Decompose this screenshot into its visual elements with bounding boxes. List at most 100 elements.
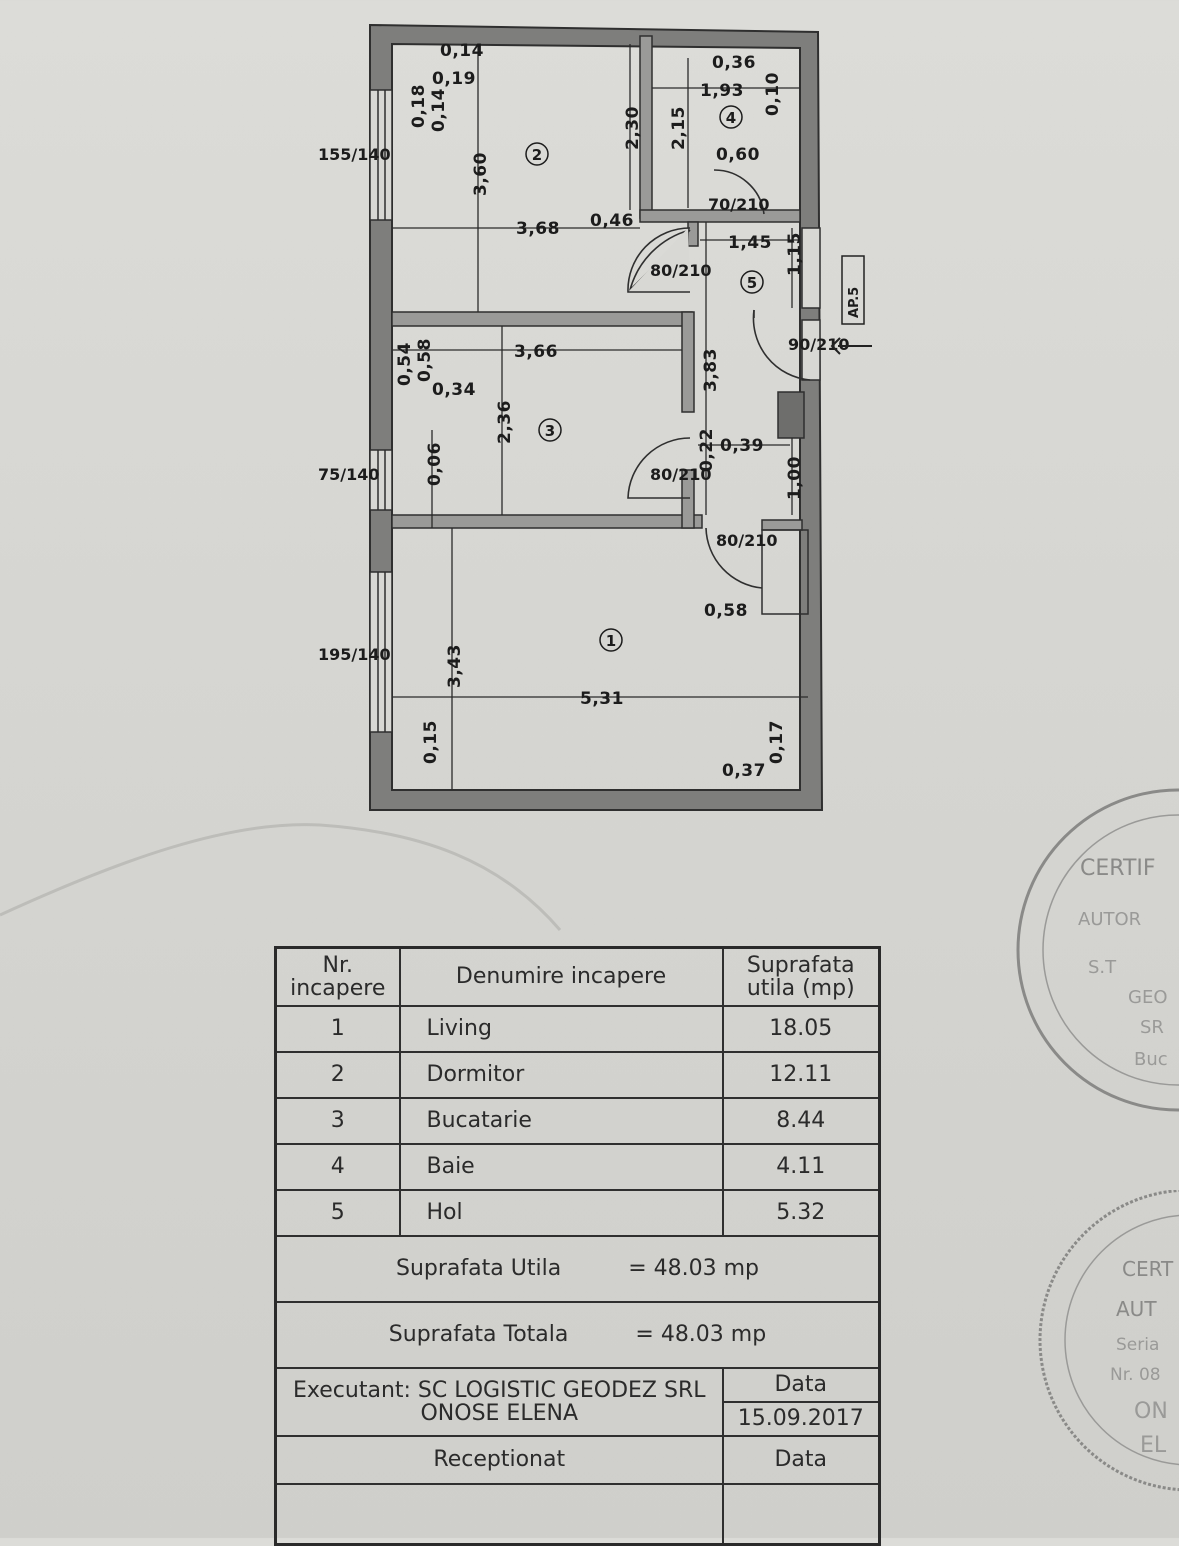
dim-015: 0,15 (421, 720, 441, 764)
stamp-top-line-1: CERTIF (1080, 856, 1156, 881)
cell-area: 5.32 (721, 1189, 881, 1237)
room-marker-3: 3 (545, 422, 555, 440)
door-label-bath: 70/210 (708, 195, 770, 214)
table-row: 5 Hol 5.32 (274, 1189, 881, 1237)
door-label-kitchen: 80/210 (650, 465, 712, 484)
table-row: 1 Living 18.05 (274, 1005, 881, 1053)
util-area-value: = 48.03 mp (628, 1256, 759, 1282)
door-label-entry: 90/210 (788, 335, 850, 354)
table-header-row: Nr. incapere Denumire incapere Suprafata… (274, 946, 881, 1007)
header-name: Denumire incapere (398, 946, 724, 1007)
cell-nr: 2 (274, 1051, 401, 1099)
total-area-label: Suprafata Totala (388, 1322, 569, 1348)
room-marker-4: 4 (726, 109, 736, 127)
ap-label: AP.5 (847, 287, 862, 318)
dim-017: 0,17 (767, 720, 787, 764)
certification-stamp-bottom: CERT AUT Seria Nr. 08 ON EL (1038, 1190, 1179, 1492)
room-marker-1: 1 (606, 632, 616, 650)
cell-area: 4.11 (721, 1143, 881, 1191)
dim-215: 2,15 (669, 106, 689, 150)
dim-366: 3,66 (514, 342, 558, 362)
stamp-bottom-line-2: AUT (1116, 1297, 1157, 1321)
ap-label-box (841, 255, 865, 325)
table-row: 4 Baie 4.11 (274, 1143, 881, 1191)
dim-014b: 0,14 (429, 88, 449, 132)
stamp-bottom-line-3: Seria (1116, 1335, 1159, 1355)
header-area: Suprafata utila (mp) (721, 946, 881, 1007)
cell-nr: 3 (274, 1097, 401, 1145)
executant-name: Executant: SC LOGISTIC GEODEZ SRL (293, 1377, 706, 1403)
dim-531: 5,31 (580, 689, 624, 709)
room-marker-5: 5 (747, 274, 757, 292)
dim-360: 3,60 (471, 152, 491, 196)
dim-022: 0,22 (697, 428, 717, 472)
date-value: 15.09.2017 (723, 1401, 878, 1435)
room-area-table: Nr. incapere Denumire incapere Suprafata… (274, 946, 881, 1546)
cell-name: Bucatarie (398, 1097, 724, 1145)
dim-383: 3,83 (701, 348, 721, 392)
window-label-3: 195/140 (318, 645, 391, 664)
stamp-bottom-line-1: CERT (1122, 1257, 1174, 1281)
dim-058b: 0,58 (704, 601, 748, 621)
dim-037: 0,37 (722, 761, 766, 781)
left-windows (369, 89, 393, 733)
cell-nr: 4 (274, 1143, 401, 1191)
dim-115: 1,15 (785, 232, 805, 276)
dim-193: 1,93 (700, 81, 744, 101)
dim-236: 2,36 (495, 400, 515, 444)
dim-368: 3,68 (516, 219, 560, 239)
util-area-label: Suprafata Utila (396, 1256, 562, 1282)
dim-058: 0,58 (415, 338, 435, 382)
dim-145: 1,45 (728, 233, 772, 253)
date-label: Data (774, 1372, 828, 1398)
dim-343: 3,43 (445, 644, 465, 688)
dim-006: 0,06 (425, 442, 445, 486)
certification-stamp-top: CERTIF AUTOR S.T GEO SR Buc (1016, 788, 1179, 1112)
total-area-row: Suprafata Totala = 48.03 mp (274, 1301, 881, 1369)
dim-014: 0,14 (440, 41, 484, 61)
stamp-bottom-line-5: ON (1134, 1399, 1168, 1424)
cell-nr: 5 (274, 1189, 401, 1237)
interior-walls (391, 35, 821, 615)
floor-plan: 1 2 3 4 5 155/140 75/140 195/140 70/210 … (318, 23, 872, 811)
receptionat-row: Receptionat Data (274, 1435, 881, 1485)
stamp-top-line-4: GEO (1128, 987, 1168, 1008)
stamp-top-line-2: AUTOR (1078, 909, 1141, 930)
dim-034: 0,34 (432, 380, 476, 400)
cell-nr: 1 (274, 1005, 401, 1053)
dim-230: 2,30 (623, 106, 643, 150)
door-label-living: 80/210 (716, 531, 778, 550)
window-label-2: 75/140 (318, 465, 380, 484)
executant-row: Executant: SC LOGISTIC GEODEZ SRL ONOSE … (274, 1367, 881, 1437)
executant-person: ONOSE ELENA (420, 1401, 578, 1426)
entry-arrow-icon (830, 337, 872, 355)
dim-036: 0,36 (712, 53, 756, 73)
empty-signature-row (274, 1483, 881, 1546)
stamp-top-line-6: Buc (1134, 1049, 1168, 1070)
dim-060: 0,60 (716, 145, 760, 165)
cell-area: 12.11 (721, 1051, 881, 1099)
stamp-top-line-3: S.T (1088, 957, 1117, 978)
stamp-top-line-5: SR (1140, 1017, 1164, 1038)
dim-010: 0,10 (763, 72, 783, 116)
dim-054: 0,54 (395, 342, 415, 386)
receptionat-label: Receptionat (274, 1435, 724, 1485)
total-area-value: = 48.03 mp (635, 1322, 767, 1348)
stamp-bottom-line-6: EL (1140, 1433, 1167, 1458)
room-markers (525, 105, 764, 652)
room-marker-2: 2 (532, 146, 542, 164)
cell-name: Baie (398, 1143, 724, 1191)
util-area-row: Suprafata Utila = 48.03 mp (274, 1235, 881, 1303)
dimension-lines (392, 44, 808, 790)
table-row: 3 Bucatarie 8.44 (274, 1097, 881, 1145)
door-swings (627, 169, 811, 589)
cell-name: Living (398, 1005, 724, 1053)
cell-name: Dormitor (398, 1051, 724, 1099)
dim-046: 0,46 (590, 211, 634, 231)
dim-018: 0,18 (409, 84, 429, 128)
dim-100: 1,00 (785, 456, 805, 500)
outer-walls (369, 23, 824, 811)
receptionat-date-label: Data (721, 1435, 881, 1485)
table-row: 2 Dormitor 12.11 (274, 1051, 881, 1099)
cell-area: 18.05 (721, 1005, 881, 1053)
